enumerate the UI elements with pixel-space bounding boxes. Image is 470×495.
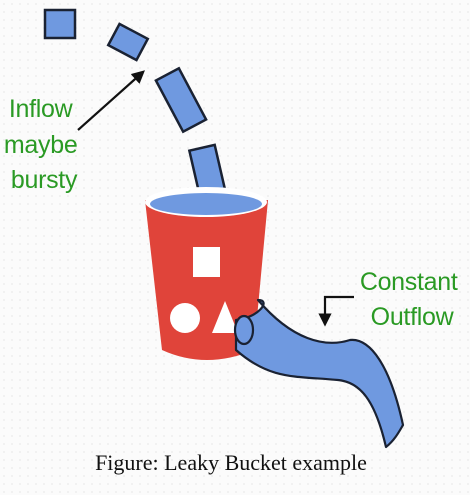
packet-2 [106,22,150,62]
outflow-spout [233,314,255,346]
figure-caption: Figure: Leaky Bucket example [95,450,367,475]
outflow-label-line-1: Constant [360,268,458,296]
packet-1 [43,8,77,40]
outflow-label-line-2: Outflow [371,303,455,331]
bucket-water [150,193,262,215]
circle-shape [170,303,200,333]
inflow-label-line-1: Inflow [9,95,74,123]
outflow-ribbon [234,298,405,449]
inflow-arrow [77,70,145,131]
outflow-label: Constant Outflow [360,268,464,331]
inflow-label: Inflow maybe bursty [4,95,84,194]
triangle-shape [212,301,238,333]
outflow-arrow [318,295,354,327]
packet-3 [154,66,208,134]
square-shape [193,247,220,277]
inflow-label-line-2: maybe [4,131,78,159]
inflow-label-line-3: bursty [11,166,78,194]
